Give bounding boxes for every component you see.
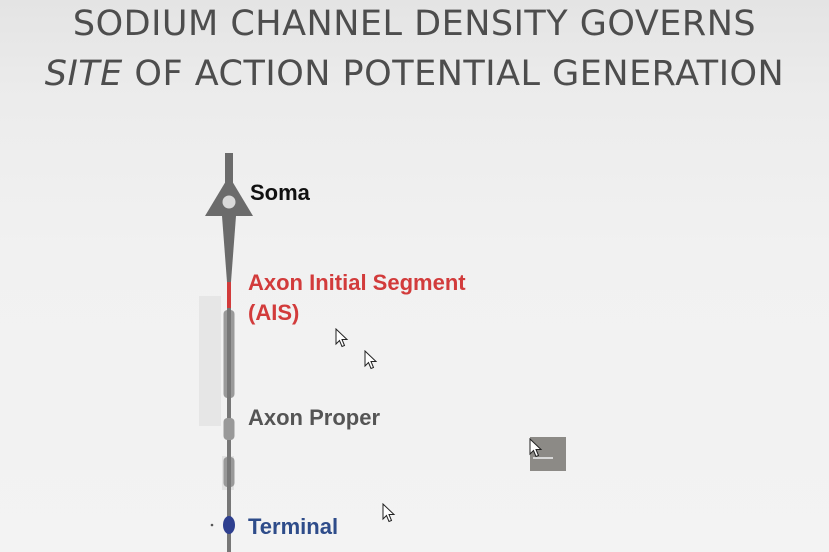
title-line-1: SODIUM CHANNEL DENSITY GOVERNS (72, 4, 757, 44)
title-line-2-rest: OF ACTION POTENTIAL GENERATION (122, 54, 785, 94)
mouse-cursor-icon (335, 328, 349, 348)
ais-label-line-1: Axon Initial Segment (248, 270, 466, 295)
mouse-cursor-icon (364, 350, 378, 370)
terminal-bouton (223, 516, 235, 534)
title-site-italic: SITE (44, 54, 123, 94)
thumbnail-line (533, 457, 553, 459)
terminal-dot (210, 523, 214, 527)
ghost-band-upper (199, 296, 221, 426)
ais-segment (227, 282, 231, 308)
ais-label-line-2: (AIS) (248, 300, 300, 325)
soma-label: Soma (250, 180, 310, 205)
mouse-cursor-icon (529, 438, 543, 458)
mouse-cursor-icon (382, 503, 396, 523)
axon-proper-myelin (223, 418, 235, 440)
axon-core (227, 308, 231, 403)
axon-hillock (222, 216, 236, 282)
soma-nucleus (222, 195, 236, 209)
title-line-2: SITE OF ACTION POTENTIAL GENERATION (0, 54, 829, 94)
axon-proper-label: Axon Proper (248, 405, 381, 430)
apical-dendrite (225, 153, 233, 183)
terminal-label: Terminal (248, 514, 339, 539)
axon-lower-shaft (227, 455, 231, 552)
